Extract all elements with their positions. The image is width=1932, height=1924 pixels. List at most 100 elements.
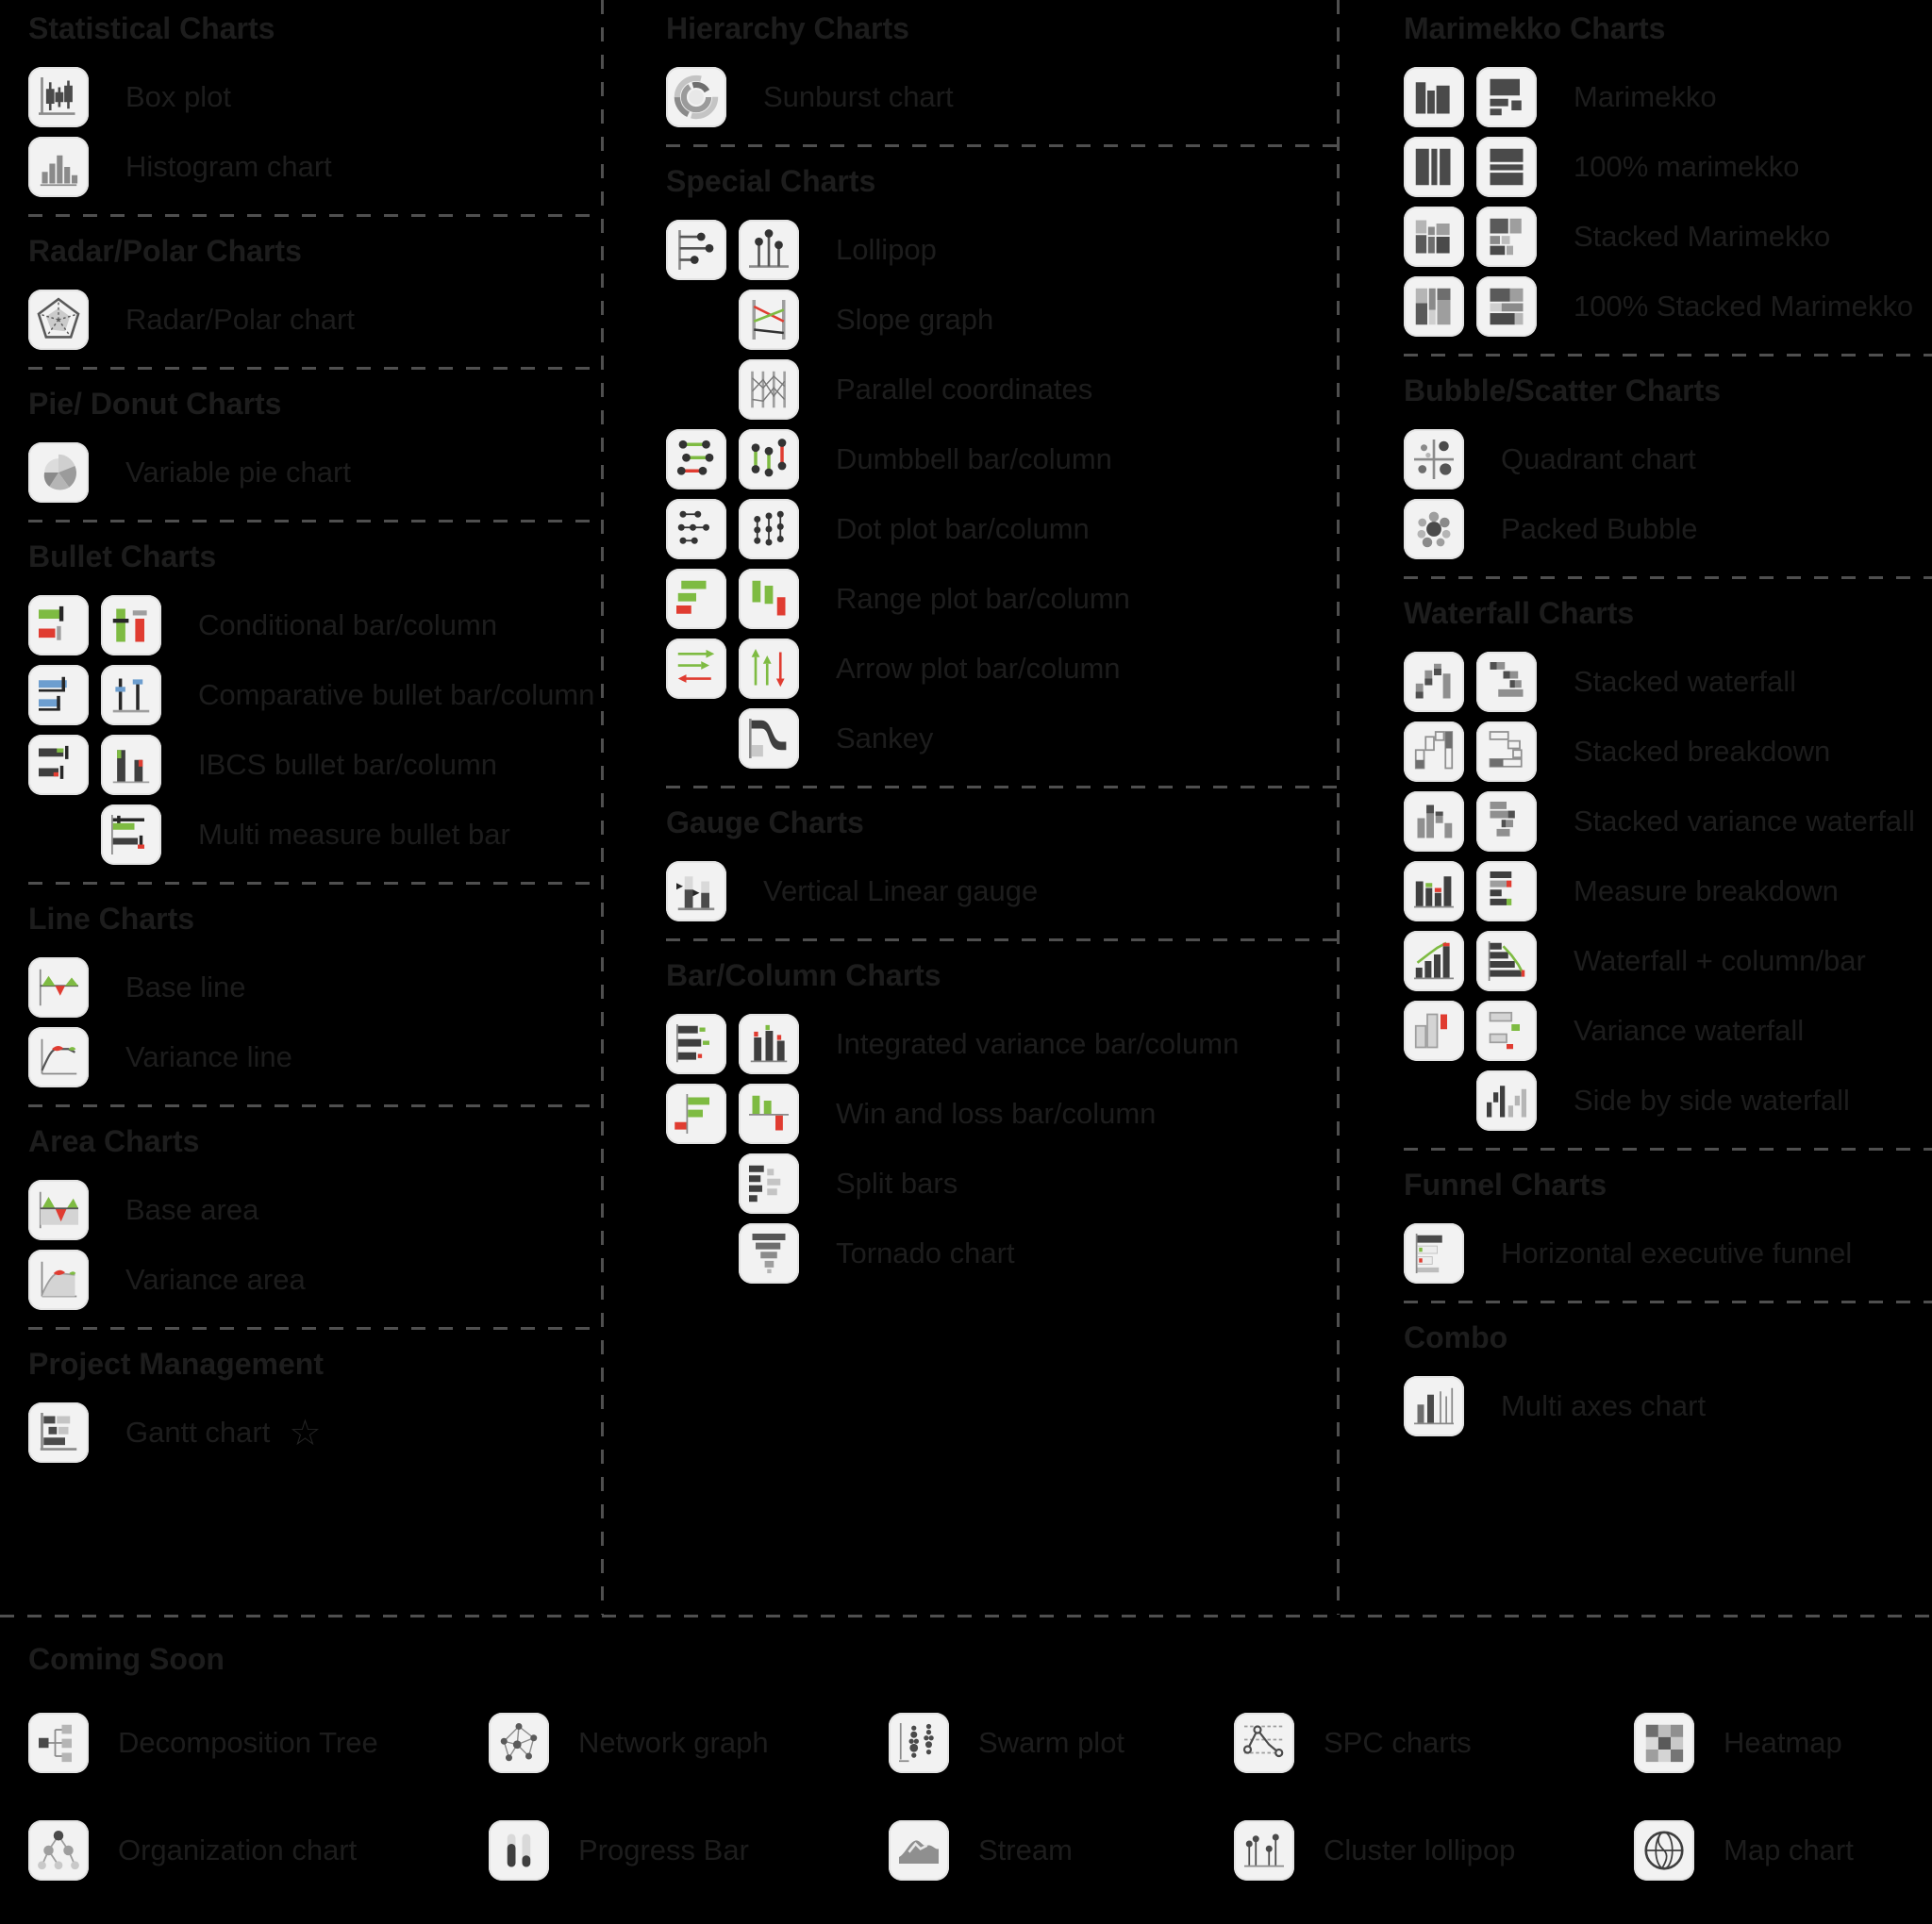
variance-waterfall-column-icon[interactable]: [1404, 1001, 1464, 1061]
lollipop-column-icon[interactable]: [739, 220, 799, 280]
comparative-bullet-bar-icon[interactable]: [28, 665, 89, 725]
item-dumbbell-bar-column[interactable]: Dumbbell bar/column: [666, 429, 1337, 489]
waterfall-plus-column-icon[interactable]: [1404, 931, 1464, 991]
ibcs-bullet-bar-icon[interactable]: [28, 735, 89, 795]
item-radar-polar-chart[interactable]: Radar/Polar chart: [28, 290, 601, 350]
tornado-icon[interactable]: [739, 1223, 799, 1284]
conditional-column-icon[interactable]: [101, 595, 161, 655]
item-ibcs-bullet-bar-column[interactable]: IBCS bullet bar/column: [28, 735, 601, 795]
item-sankey[interactable]: Sankey: [666, 708, 1337, 769]
item-arrow-plot-bar-column[interactable]: Arrow plot bar/column: [666, 639, 1337, 699]
dot-plot-bar-icon[interactable]: [666, 499, 726, 559]
swarm-plot-icon[interactable]: [889, 1713, 949, 1773]
item-stacked-breakdown[interactable]: Stacked breakdown: [1404, 722, 1932, 782]
gantt-icon[interactable]: [28, 1402, 89, 1463]
item-marimekko[interactable]: Marimekko: [1404, 67, 1932, 127]
marimekko-100-column-icon[interactable]: [1404, 137, 1464, 197]
cluster-lollipop-icon[interactable]: [1234, 1820, 1294, 1881]
multi-measure-bullet-bar-icon[interactable]: [101, 804, 161, 865]
item-spc-charts[interactable]: SPC charts: [1234, 1713, 1634, 1773]
sankey-icon[interactable]: [739, 708, 799, 769]
stacked-waterfall-bar-icon[interactable]: [1476, 652, 1537, 712]
item-stream[interactable]: Stream: [889, 1820, 1234, 1881]
decomposition-tree-icon[interactable]: [28, 1713, 89, 1773]
stacked-waterfall-column-icon[interactable]: [1404, 652, 1464, 712]
integrated-variance-column-icon[interactable]: [739, 1014, 799, 1074]
item-split-bars[interactable]: Split bars: [666, 1153, 1337, 1214]
item-100-stacked-marimekko[interactable]: 100% Stacked Marimekko: [1404, 276, 1932, 337]
item-histogram-chart[interactable]: Histogram chart: [28, 137, 601, 197]
range-plot-bar-icon[interactable]: [666, 569, 726, 629]
item-measure-breakdown[interactable]: Measure breakdown: [1404, 861, 1932, 921]
win-loss-column-icon[interactable]: [739, 1084, 799, 1144]
item-win-and-loss-bar-column[interactable]: Win and loss bar/column: [666, 1084, 1337, 1144]
item-variance-area[interactable]: Variance area: [28, 1250, 601, 1310]
stacked-marimekko-bar-icon[interactable]: [1476, 207, 1537, 267]
item-horizontal-executive-funnel[interactable]: Horizontal executive funnel: [1404, 1223, 1932, 1284]
measure-breakdown-column-icon[interactable]: [1404, 861, 1464, 921]
dumbbell-column-icon[interactable]: [739, 429, 799, 489]
measure-breakdown-bar-icon[interactable]: [1476, 861, 1537, 921]
item-swarm-plot[interactable]: Swarm plot: [889, 1713, 1234, 1773]
spc-charts-icon[interactable]: [1234, 1713, 1294, 1773]
item-parallel-coordinates[interactable]: Parallel coordinates: [666, 359, 1337, 420]
item-sunburst-chart[interactable]: Sunburst chart: [666, 67, 1337, 127]
arrow-plot-column-icon[interactable]: [739, 639, 799, 699]
stacked-breakdown-bar-icon[interactable]: [1476, 722, 1537, 782]
item-heatmap[interactable]: Heatmap: [1634, 1713, 1932, 1773]
item-slope-graph[interactable]: Slope graph: [666, 290, 1337, 350]
base-area-icon[interactable]: [28, 1180, 89, 1240]
item-comparative-bullet-bar-column[interactable]: Comparative bullet bar/column: [28, 665, 601, 725]
item-100-marimekko[interactable]: 100% marimekko: [1404, 137, 1932, 197]
item-tornado-chart[interactable]: Tornado chart: [666, 1223, 1337, 1284]
stacked-variance-waterfall-bar-icon[interactable]: [1476, 791, 1537, 852]
radar-polar-icon[interactable]: [28, 290, 89, 350]
win-loss-bar-icon[interactable]: [666, 1084, 726, 1144]
item-map-chart[interactable]: Map chart: [1634, 1820, 1932, 1881]
progress-bar-icon[interactable]: [489, 1820, 549, 1881]
dot-plot-column-icon[interactable]: [739, 499, 799, 559]
item-stacked-marimekko[interactable]: Stacked Marimekko: [1404, 207, 1932, 267]
item-multi-measure-bullet-bar[interactable]: Multi measure bullet bar: [28, 804, 601, 865]
side-by-side-waterfall-icon[interactable]: [1476, 1070, 1537, 1131]
item-stacked-variance-waterfall[interactable]: Stacked variance waterfall: [1404, 791, 1932, 852]
stacked-breakdown-column-icon[interactable]: [1404, 722, 1464, 782]
waterfall-plus-bar-icon[interactable]: [1476, 931, 1537, 991]
network-graph-icon[interactable]: [489, 1713, 549, 1773]
marimekko-column-icon[interactable]: [1404, 67, 1464, 127]
item-range-plot-bar-column[interactable]: Range plot bar/column: [666, 569, 1337, 629]
item-base-area[interactable]: Base area: [28, 1180, 601, 1240]
item-decomposition-tree[interactable]: Decomposition Tree: [28, 1713, 489, 1773]
stacked-marimekko-100-column-icon[interactable]: [1404, 276, 1464, 337]
base-line-icon[interactable]: [28, 957, 89, 1018]
comparative-bullet-column-icon[interactable]: [101, 665, 161, 725]
item-multi-axes-chart[interactable]: Multi axes chart: [1404, 1376, 1932, 1436]
stacked-marimekko-column-icon[interactable]: [1404, 207, 1464, 267]
item-variance-waterfall[interactable]: Variance waterfall: [1404, 1001, 1932, 1061]
dumbbell-bar-icon[interactable]: [666, 429, 726, 489]
item-waterfall-column-bar[interactable]: Waterfall + column/bar: [1404, 931, 1932, 991]
parallel-coordinates-icon[interactable]: [739, 359, 799, 420]
item-lollipop[interactable]: Lollipop: [666, 220, 1337, 280]
marimekko-100-bar-icon[interactable]: [1476, 137, 1537, 197]
stacked-variance-waterfall-column-icon[interactable]: [1404, 791, 1464, 852]
item-quadrant-chart[interactable]: Quadrant chart: [1404, 429, 1932, 489]
box-plot-icon[interactable]: [28, 67, 89, 127]
item-gantt-chart[interactable]: Gantt chart☆: [28, 1402, 601, 1463]
integrated-variance-bar-icon[interactable]: [666, 1014, 726, 1074]
ibcs-bullet-column-icon[interactable]: [101, 735, 161, 795]
stacked-marimekko-100-bar-icon[interactable]: [1476, 276, 1537, 337]
variance-line-icon[interactable]: [28, 1027, 89, 1087]
heatmap-icon[interactable]: [1634, 1713, 1694, 1773]
item-variable-pie-chart[interactable]: Variable pie chart: [28, 442, 601, 503]
variance-area-icon[interactable]: [28, 1250, 89, 1310]
map-chart-icon[interactable]: [1634, 1820, 1694, 1881]
item-cluster-lollipop[interactable]: Cluster lollipop: [1234, 1820, 1634, 1881]
item-side-by-side-waterfall[interactable]: Side by side waterfall: [1404, 1070, 1932, 1131]
stream-icon[interactable]: [889, 1820, 949, 1881]
item-base-line[interactable]: Base line: [28, 957, 601, 1018]
variance-waterfall-bar-icon[interactable]: [1476, 1001, 1537, 1061]
horizontal-executive-funnel-icon[interactable]: [1404, 1223, 1464, 1284]
lollipop-bar-icon[interactable]: [666, 220, 726, 280]
slope-graph-icon[interactable]: [739, 290, 799, 350]
